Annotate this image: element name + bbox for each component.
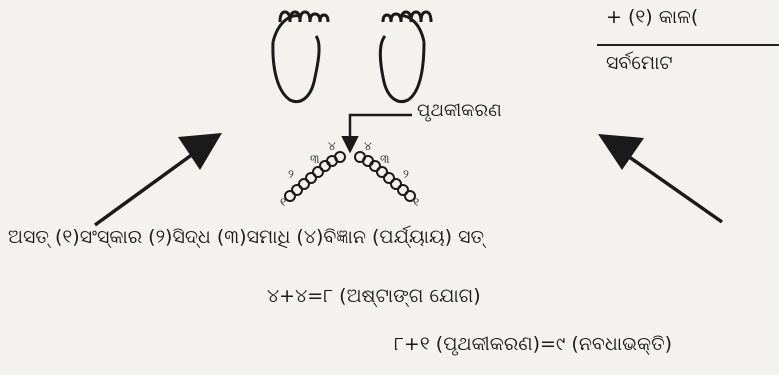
right-circle-chain (354, 151, 416, 202)
fraction-bar (597, 44, 779, 46)
left-diagonal-arrow (93, 133, 222, 227)
right-chain-digit-4: ୪ (364, 139, 372, 153)
left-chain-digit-3: ୩ (310, 152, 320, 166)
separation-label: ପୃଥକୀକରଣ (417, 100, 502, 121)
right-chain-digit-1: ୧ (413, 195, 419, 209)
fraction-denominator: ସର୍ବମୋଟ (606, 52, 673, 74)
separation-arrow (341, 113, 412, 154)
fraction-numerator: + (୧) କାଳ( (606, 6, 699, 28)
right-diagonal-arrow (598, 134, 724, 224)
right-chain-digit-2: ୨ (403, 167, 409, 181)
left-chain-digit-1: ୧ (280, 195, 286, 209)
left-footprint-icon (271, 10, 330, 104)
text-line-3: ୮+୧ (ପୃଥକୀକରଣ)=୯ (ନବଧାଭକ୍ତି) (394, 333, 673, 355)
left-circle-chain (284, 151, 346, 202)
left-chain-digit-2: ୨ (288, 167, 294, 181)
right-footprint-icon (378, 10, 433, 104)
text-line-1: ଅସତ୍ (୧)ସଂସ୍କାର (୨)ସିଦ୍ଧ (୩)ସମାଧି (୪)ବିଜ… (8, 226, 485, 248)
text-line-2: ୪+୪=୮ (ଅଷ୍ଟାଙ୍ଗ ଯୋଗ) (267, 285, 481, 307)
right-chain-digit-3: ୩ (380, 152, 390, 166)
left-chain-digit-4: ୪ (328, 139, 336, 153)
